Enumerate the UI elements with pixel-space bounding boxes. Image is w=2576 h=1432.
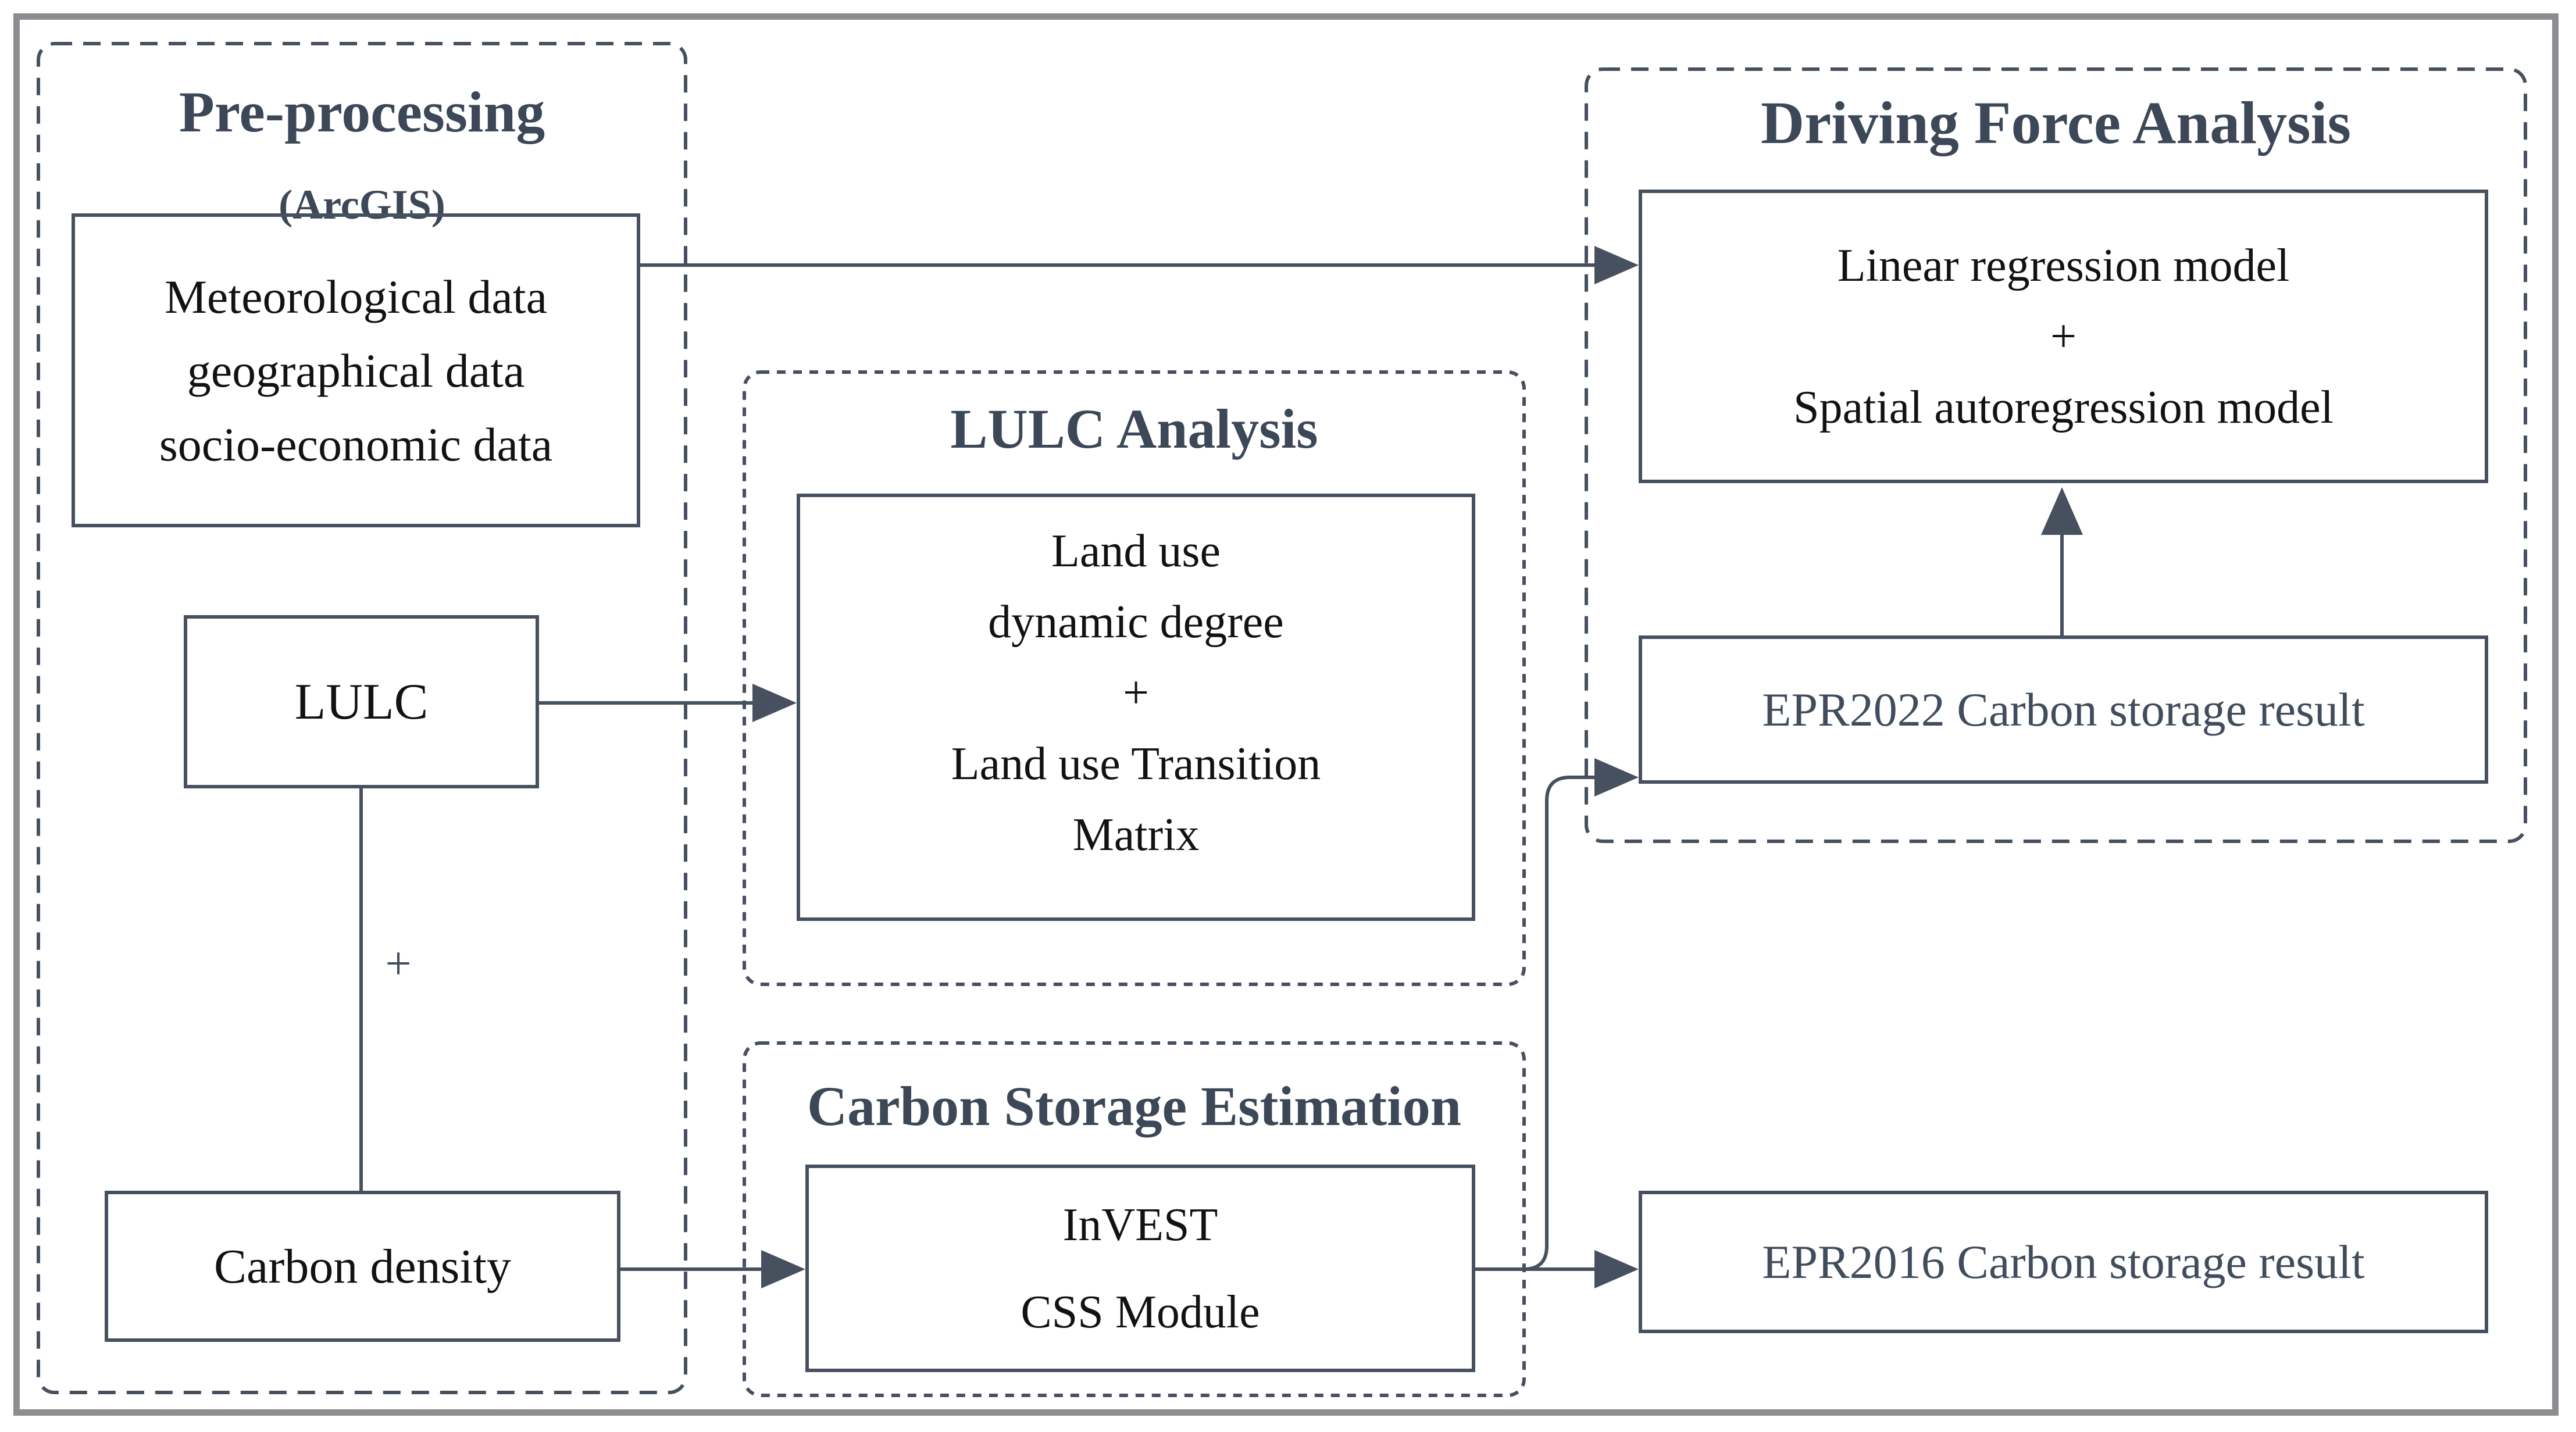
driving-force-group-border	[1585, 67, 2527, 843]
preprocessing-group-border	[37, 42, 687, 1394]
land-use-analysis-line: Land use Transition	[951, 738, 1321, 790]
land-use-analysis-line: +	[1122, 667, 1150, 719]
preprocessing-group-subtitle: (ArcGIS)	[279, 181, 445, 228]
arrow-invest-to-epr2022-head	[1594, 758, 1639, 797]
arrow-lulc-to-landuse-head	[752, 684, 797, 722]
regression-models-node: Linear regression model + Spatial autore…	[1639, 190, 2488, 483]
outer-frame	[13, 13, 2559, 1416]
arrow-carbon-density-to-invest-head	[761, 1250, 805, 1288]
arrow-invest-to-epr2016-head	[1594, 1250, 1639, 1288]
input-data-line: socio-economic data	[159, 417, 553, 471]
epr2022-result-node: EPR2022 Carbon storage result	[1639, 635, 2488, 784]
lulc-analysis-group-title: LULC Analysis	[950, 398, 1318, 460]
input-data-node: Meteorological data geographical data so…	[72, 213, 640, 527]
plus-connector-label: +	[385, 938, 412, 990]
epr2016-result-label: EPR2016 Carbon storage result	[1762, 1235, 2365, 1288]
lulc-analysis-group-border	[743, 370, 1526, 986]
carbon-density-node-label: Carbon density	[214, 1239, 511, 1294]
land-use-analysis-line: Land use	[1051, 525, 1221, 577]
input-data-line: geographical data	[187, 344, 525, 397]
invest-css-module-node: InVEST CSS Module	[805, 1165, 1475, 1372]
land-use-analysis-line: Matrix	[1072, 809, 1200, 860]
arrow-epr2022-to-regression-head	[2041, 487, 2083, 535]
lulc-node: LULC	[184, 615, 539, 788]
invest-css-module-line: InVEST	[1062, 1199, 1218, 1251]
driving-force-group-title: Driving Force Analysis	[1761, 90, 2351, 156]
land-use-analysis-line: dynamic degree	[988, 596, 1284, 648]
carbon-storage-group-title: Carbon Storage Estimation	[807, 1075, 1462, 1137]
lulc-node-label: LULC	[294, 673, 429, 730]
arrow-invest-to-epr2022-line	[1523, 776, 1594, 1271]
input-data-line: Meteorological data	[164, 270, 547, 323]
arrow-input-to-regression-head	[1594, 246, 1639, 284]
regression-models-line: Linear regression model	[1837, 240, 2290, 291]
epr2022-result-label: EPR2022 Carbon storage result	[1762, 683, 2365, 736]
regression-models-line: Spatial autoregression model	[1793, 381, 2334, 433]
epr2016-result-node: EPR2016 Carbon storage result	[1639, 1191, 2488, 1333]
regression-models-line: +	[2050, 310, 2077, 362]
invest-css-module-line: CSS Module	[1021, 1286, 1260, 1338]
carbon-density-node: Carbon density	[105, 1191, 620, 1342]
carbon-storage-group-border	[743, 1041, 1526, 1397]
preprocessing-group-title: Pre-processing	[179, 80, 545, 144]
land-use-analysis-node: Land use dynamic degree + Land use Trans…	[797, 494, 1475, 921]
